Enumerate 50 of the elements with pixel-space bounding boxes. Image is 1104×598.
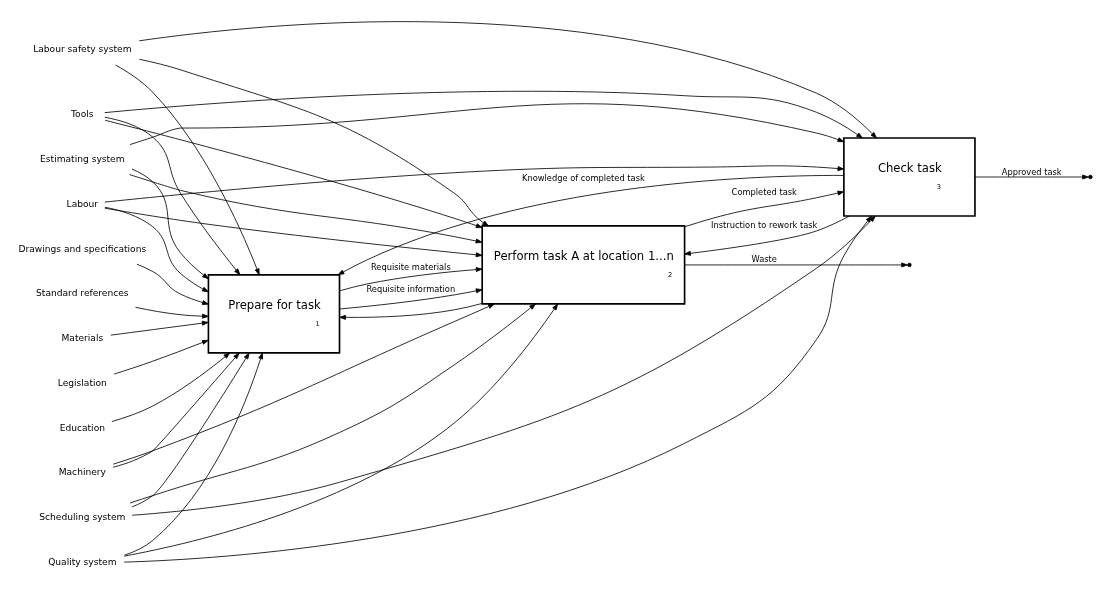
arrow [339, 266, 483, 291]
arrow [111, 352, 231, 422]
arrow [104, 119, 483, 228]
node-text: Labour [66, 198, 99, 209]
node-text: Legislation [57, 377, 107, 388]
node-text: Tools [71, 108, 94, 119]
arrow [131, 352, 250, 507]
arrow [129, 173, 483, 243]
arrow [104, 90, 863, 138]
node-text: Machinery [58, 466, 106, 477]
node-text: Estimating system [40, 153, 125, 164]
node-text: Standard references [36, 287, 129, 298]
arrow [104, 116, 241, 275]
arrow [112, 352, 240, 468]
arrow [131, 168, 209, 279]
arrow [112, 303, 495, 465]
arrow [110, 320, 209, 336]
node-text: Materials [61, 332, 104, 343]
arrow [684, 215, 850, 256]
arrow [136, 263, 209, 305]
edge-label: Waste [751, 253, 777, 264]
arrow [684, 190, 845, 227]
edge-label: Instruction to rework task [711, 219, 818, 230]
arrow [339, 302, 483, 320]
arrow [104, 164, 845, 202]
node-text: Drawings and specifications [18, 243, 147, 253]
node-text: Education [59, 422, 106, 433]
arrow [124, 352, 264, 556]
arrow [123, 303, 559, 556]
arrow [684, 262, 908, 267]
arrow [135, 306, 209, 319]
arrow [974, 174, 1089, 179]
arrow [339, 287, 483, 309]
edge-label: Requisite materials [370, 261, 451, 272]
arrow [113, 339, 209, 374]
arrow [104, 206, 209, 292]
edge-label: Completed task [731, 186, 797, 197]
arrow [138, 58, 489, 226]
node-text: Scheduling system [39, 511, 126, 522]
edge-label: Requisite information [366, 283, 456, 294]
arrow [115, 64, 260, 275]
edge-label: Knowledge of completed task [522, 172, 645, 183]
arrow [104, 207, 483, 257]
arrow [337, 174, 845, 275]
node-text: Quality system [48, 556, 117, 567]
node-text: Labour safety system [33, 43, 132, 54]
arrow [138, 20, 877, 138]
arrow [129, 102, 845, 145]
edge-label: Approved task [1001, 166, 1062, 177]
arrow [129, 303, 536, 503]
